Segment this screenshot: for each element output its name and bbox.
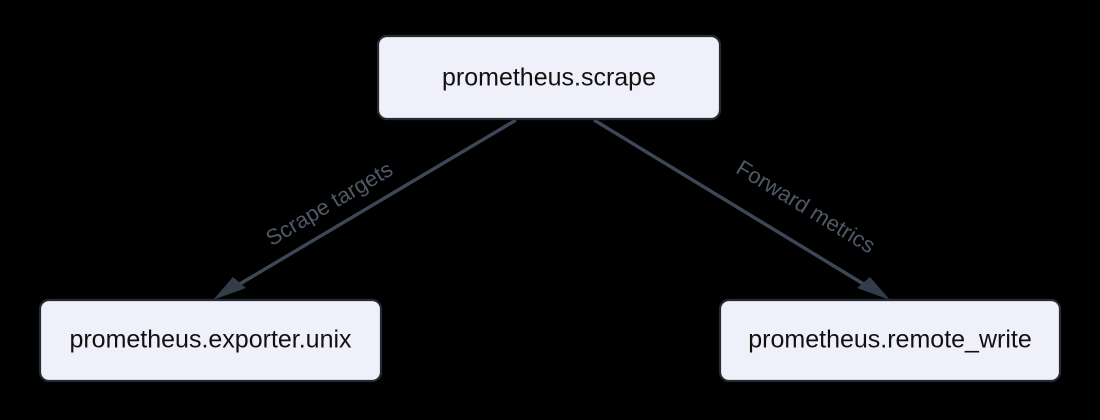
arrowhead-icon bbox=[213, 277, 246, 300]
node-box bbox=[718, 298, 1062, 383]
node-label: prometheus.exporter.unix bbox=[69, 326, 352, 354]
node-prometheus-exporter-unix[interactable]: prometheus.exporter.unix bbox=[38, 298, 383, 383]
edge-line bbox=[227, 118, 517, 293]
node-label: prometheus.scrape bbox=[442, 64, 656, 92]
edge-scrape-to-exporter[interactable]: Scrape targets bbox=[213, 118, 517, 300]
edge-scrape-to-remote-write[interactable]: Forward metrics bbox=[593, 118, 890, 300]
edge-label-forward-metrics: Forward metrics bbox=[732, 155, 880, 258]
arrowhead-icon bbox=[857, 277, 890, 300]
node-box bbox=[38, 298, 383, 383]
edge-line bbox=[593, 118, 876, 293]
node-label: prometheus.remote_write bbox=[748, 326, 1031, 354]
node-prometheus-scrape[interactable]: prometheus.scrape bbox=[376, 34, 722, 121]
node-box bbox=[376, 34, 722, 121]
node-prometheus-remote-write[interactable]: prometheus.remote_write bbox=[718, 298, 1062, 383]
